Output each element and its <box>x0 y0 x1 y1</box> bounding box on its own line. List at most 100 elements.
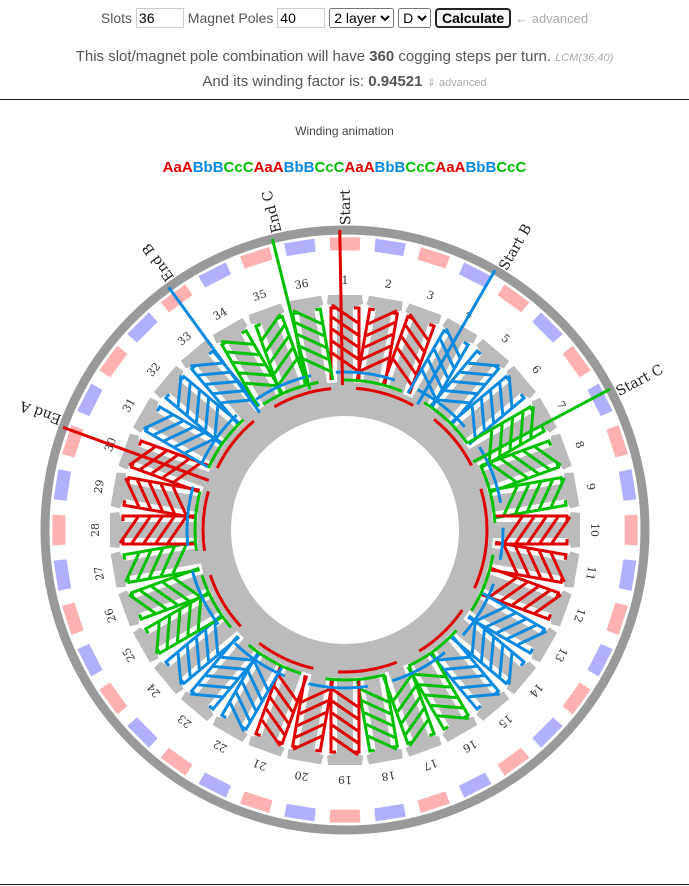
sequence-letter: a <box>264 159 273 176</box>
sequence-letter: B <box>283 159 295 176</box>
magnet <box>99 682 128 715</box>
coil <box>189 348 261 426</box>
magnet <box>329 809 361 823</box>
coil <box>163 614 241 686</box>
stator-tooth <box>355 671 403 765</box>
sequence-letter: A <box>253 159 265 176</box>
slot-number: 10 <box>588 523 601 537</box>
magnet <box>160 747 193 776</box>
slot-number: 6 <box>529 363 543 377</box>
divider-bottom <box>0 884 689 885</box>
magnet <box>497 284 530 313</box>
stator-tooth <box>327 295 363 385</box>
rotor-ring <box>40 225 650 835</box>
sequence-letter: C <box>496 159 508 176</box>
cogging-steps: 360 <box>369 48 395 65</box>
stator-tooth <box>180 634 261 721</box>
coil <box>490 475 568 520</box>
coil <box>480 566 562 622</box>
slot-number: 34 <box>211 305 230 323</box>
magnet <box>53 469 72 501</box>
terminal-label: Start B <box>496 222 535 274</box>
stator-tooth <box>490 512 580 548</box>
coil <box>329 303 361 380</box>
coil <box>290 307 335 385</box>
stator-yoke <box>197 382 493 678</box>
slot-number: 11 <box>583 565 598 581</box>
magnet <box>284 238 316 257</box>
coil <box>122 475 200 520</box>
stator-tooth <box>132 397 224 469</box>
slot-number: 14 <box>527 681 546 700</box>
sequence-letter: b <box>294 159 304 176</box>
magnet <box>127 312 158 343</box>
slot-number: 16 <box>460 737 479 755</box>
magnet <box>52 514 66 546</box>
advanced-link[interactable]: ← advanced <box>515 11 589 26</box>
sequence-letter: B <box>374 159 386 176</box>
stator-tooth <box>248 663 309 757</box>
type-select[interactable]: D <box>398 8 432 28</box>
slots-input[interactable] <box>135 8 184 28</box>
magnet <box>562 682 591 715</box>
slot-number: 22 <box>211 737 230 755</box>
coil <box>189 634 261 712</box>
slot-number: 19 <box>338 773 352 786</box>
terminal-label: End A <box>17 397 63 427</box>
sequence-letter: A <box>162 159 174 176</box>
sequence-letter: B <box>485 159 497 176</box>
sequence-letter: a <box>355 159 364 176</box>
magnet <box>624 514 638 546</box>
terminal-lead <box>270 238 312 390</box>
slot-number: 18 <box>380 768 396 783</box>
coil <box>429 634 501 712</box>
coil <box>467 591 547 656</box>
coil <box>143 591 223 656</box>
wf-advanced-link[interactable]: ⇓ advanced <box>426 77 487 89</box>
terminal-lead <box>416 269 497 406</box>
sequence-letter: c <box>416 159 425 176</box>
coil <box>290 675 335 753</box>
coil <box>118 514 195 546</box>
coil <box>329 680 361 757</box>
sequence-letter: a <box>173 159 182 176</box>
terminal-label: Start C <box>613 362 666 400</box>
stator-tooth <box>466 397 558 469</box>
cogging-suffix: cogging steps per turn. <box>398 48 552 65</box>
slot-number: 28 <box>89 523 102 537</box>
layer-select[interactable]: 2 layer <box>329 8 395 28</box>
coil <box>381 665 437 747</box>
sequence-letter: C <box>424 159 436 176</box>
calculate-button[interactable]: Calculate <box>434 8 512 28</box>
sequence-letter: A <box>435 159 447 176</box>
stator-tooth <box>248 303 309 397</box>
sequence-letter: c <box>325 159 334 176</box>
magnet <box>618 559 637 591</box>
slot-number: 17 <box>422 756 440 773</box>
divider <box>0 99 689 100</box>
stator-tooth <box>287 295 335 389</box>
stator-tooth <box>466 591 558 663</box>
magnet <box>417 246 451 269</box>
magnet <box>198 262 232 288</box>
coil <box>122 540 200 585</box>
sequence-letter: c <box>507 159 516 176</box>
magnet <box>374 238 406 257</box>
phase-connection-C <box>193 378 497 682</box>
coil <box>449 614 527 686</box>
sequence-letter: B <box>212 159 224 176</box>
terminal-lead <box>167 286 261 414</box>
sequence-letter: A <box>454 159 466 176</box>
slot-number: 2 <box>384 277 393 291</box>
slot-number: 36 <box>294 277 310 292</box>
slot-number: 33 <box>175 329 194 348</box>
coil <box>480 438 562 494</box>
magnet <box>458 262 492 288</box>
slot-number: 3 <box>425 288 436 303</box>
magnet <box>198 772 232 798</box>
poles-input[interactable] <box>277 8 326 28</box>
stator-tooth <box>327 675 363 765</box>
stator-tooth <box>429 634 510 721</box>
sequence-letter: c <box>234 159 243 176</box>
stator-tooth <box>154 365 241 446</box>
